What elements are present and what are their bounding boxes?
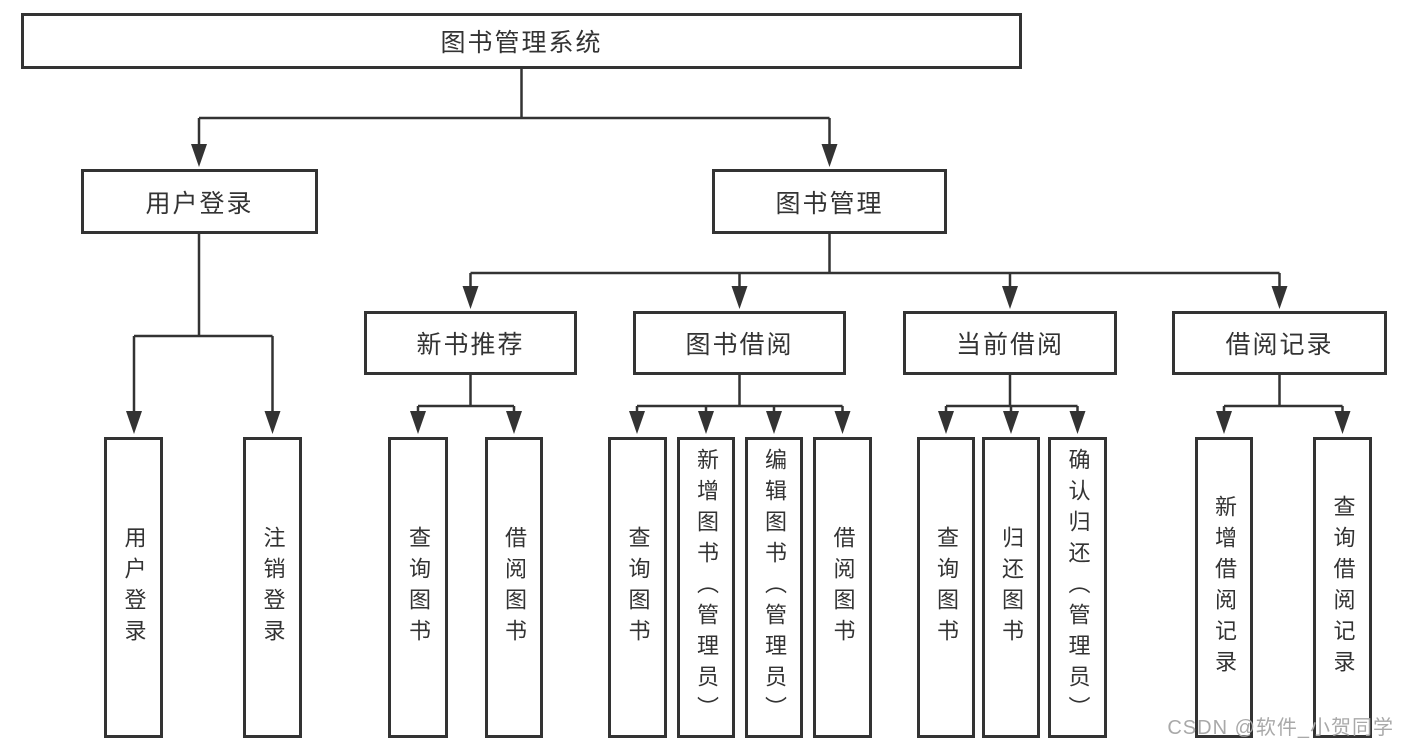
arrowhead-icon [1271, 286, 1288, 309]
arrowhead-icon-group [126, 144, 1351, 434]
node-new-book-recommend-label: 新书推荐 [416, 331, 525, 359]
leaf-return-book-label: 归还图书 [999, 525, 1024, 650]
node-new-book-recommend: 新书推荐 [364, 311, 577, 375]
leaf-query-books-recommend: 查询图书 [388, 437, 448, 738]
leaf-query-borrow-record-label: 查询借阅记录 [1330, 494, 1356, 681]
watermark-text: CSDN @软件_小贺同学 [1167, 717, 1394, 739]
node-book-management-label: 图书管理 [775, 189, 884, 218]
arrowhead-icon [1003, 411, 1019, 434]
leaf-edit-book-admin: 编辑图书（管理员） [745, 437, 803, 738]
arrowhead-icon [126, 411, 142, 434]
node-borrowing-records: 借阅记录 [1172, 311, 1387, 375]
leaf-query-books-current: 查询图书 [917, 437, 975, 738]
node-book-borrowing-label: 图书借阅 [685, 331, 794, 359]
arrowhead-icon [766, 411, 782, 434]
arrowhead-icon [938, 411, 954, 434]
leaf-edit-book-admin-label: 编辑图书（管理员） [762, 448, 787, 727]
node-root-system: 图书管理系统 [21, 13, 1022, 69]
leaf-query-books-current-label: 查询图书 [934, 525, 959, 650]
node-user-login: 用户登录 [81, 169, 318, 234]
arrowhead-icon [1069, 411, 1086, 434]
arrowhead-icon [731, 286, 748, 309]
node-book-borrowing: 图书借阅 [633, 311, 846, 375]
leaf-query-borrow-record: 查询借阅记录 [1313, 437, 1372, 738]
arrowhead-icon [821, 144, 838, 167]
arrowhead-icon [834, 411, 851, 434]
arrowhead-icon [698, 411, 714, 434]
leaf-borrow-books-borrowing-label: 借阅图书 [830, 525, 856, 650]
node-borrowing-records-label: 借阅记录 [1225, 331, 1334, 359]
leaf-query-books-borrowing: 查询图书 [608, 437, 667, 738]
leaf-add-book-admin-label: 新增图书（管理员） [694, 448, 719, 727]
node-current-borrowing-label: 当前借阅 [955, 331, 1064, 359]
arrowhead-icon [1002, 286, 1018, 309]
leaf-borrow-books-borrowing: 借阅图书 [813, 437, 872, 738]
leaf-return-book: 归还图书 [982, 437, 1040, 738]
leaf-confirm-return-admin: 确认归还（管理员） [1048, 437, 1107, 738]
leaf-borrow-books-recommend: 借阅图书 [485, 437, 543, 738]
arrowhead-icon [1334, 411, 1351, 434]
arrowhead-icon [191, 144, 207, 167]
leaf-user-login-label: 用户登录 [121, 525, 147, 650]
leaf-query-books-recommend-label: 查询图书 [406, 525, 431, 650]
node-current-borrowing: 当前借阅 [903, 311, 1117, 375]
leaf-borrow-books-recommend-label: 借阅图书 [502, 525, 527, 650]
leaf-user-login: 用户登录 [104, 437, 163, 738]
arrowhead-icon [264, 411, 281, 434]
leaf-query-books-borrowing-label: 查询图书 [625, 525, 651, 650]
node-root-label: 图书管理系统 [440, 29, 603, 57]
leaf-add-borrow-record: 新增借阅记录 [1195, 437, 1253, 738]
arrowhead-icon [1216, 411, 1232, 434]
leaf-logout: 注销登录 [243, 437, 302, 738]
connector-line-group [132, 68, 1344, 414]
arrowhead-icon [462, 286, 479, 309]
leaf-logout-label: 注销登录 [260, 525, 286, 650]
leaf-add-borrow-record-label: 新增借阅记录 [1212, 494, 1237, 681]
arrowhead-icon [410, 411, 426, 434]
node-book-management: 图书管理 [712, 169, 947, 234]
leaf-add-book-admin: 新增图书（管理员） [677, 437, 735, 738]
arrowhead-icon [506, 411, 522, 434]
arrowhead-icon [629, 411, 645, 434]
leaf-confirm-return-admin-label: 确认归还（管理员） [1065, 448, 1091, 727]
node-user-login-label: 用户登录 [145, 189, 254, 218]
